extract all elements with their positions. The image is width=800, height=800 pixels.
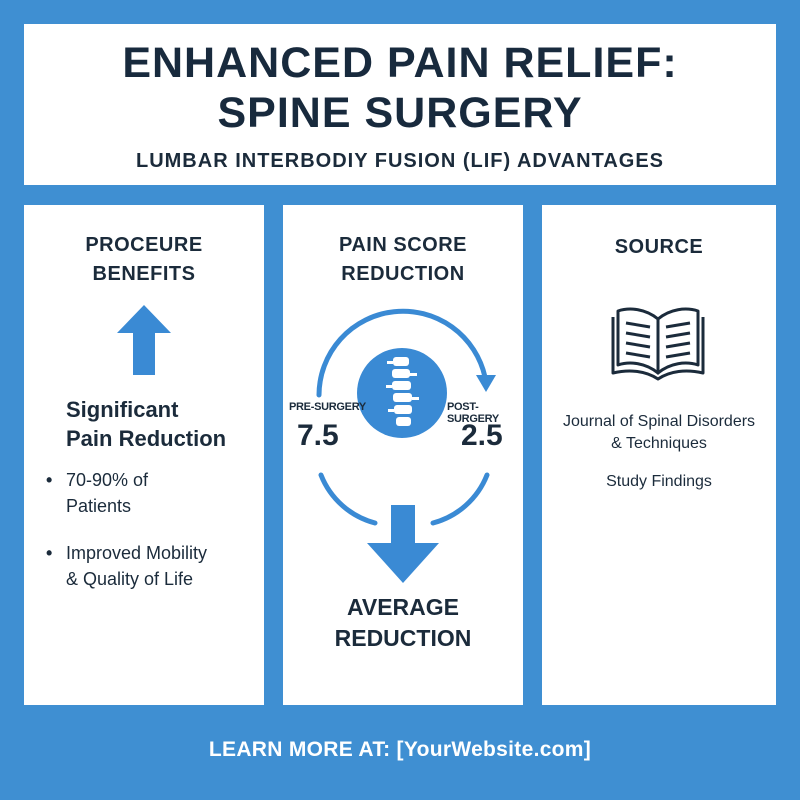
source-journal: Journal of Spinal Disorders & Techniques [542, 411, 776, 455]
benefits-card: PROCEURE BENEFITS Significant Pain Reduc… [24, 205, 264, 705]
average-reduction-label: AVERAGE REDUCTION [283, 592, 523, 654]
bullet-icon: • [46, 543, 53, 563]
pain-score-title-line-2: REDUCTION [341, 263, 465, 285]
average-line-2: REDUCTION [334, 625, 472, 651]
arc-arrowhead-icon [476, 375, 496, 392]
bullet-line-1: Improved Mobility [66, 543, 208, 563]
pain-score-card: PAIN SCORE REDUCTION PRE-SU [283, 205, 523, 705]
benefits-highlight: Significant Pain Reduction [66, 395, 226, 453]
pain-cycle-diagram [316, 308, 496, 583]
benefits-title-line-1: PROCEURE [85, 234, 203, 256]
journal-line-1: Journal of Spinal Disorders [562, 413, 756, 430]
learn-more-link[interactable]: LEARN MORE AT: [YourWebsite.com] [208, 738, 592, 761]
bullet-icon: • [46, 470, 53, 490]
pre-surgery-value: 7.5 [297, 419, 339, 452]
pain-score-title: PAIN SCORE REDUCTION [283, 231, 523, 289]
bullet-line-2: Patients [66, 496, 132, 516]
benefits-title-line-2: BENEFITS [92, 263, 196, 285]
page-title: ENHANCED PAIN RELIEF: SPINE SURGERY [24, 38, 776, 138]
header-banner: ENHANCED PAIN RELIEF: SPINE SURGERY LUMB… [24, 24, 776, 185]
benefits-title: PROCEURE BENEFITS [24, 231, 264, 289]
bullet-line-2: & Quality of Life [66, 569, 194, 589]
down-arrow-icon [367, 505, 439, 583]
source-title: SOURCE [614, 236, 704, 258]
journal-line-2: & Techniques [611, 435, 707, 452]
up-arrow-icon [117, 305, 171, 375]
bottom-arc-left [318, 472, 378, 526]
title-line-1: ENHANCED PAIN RELIEF: [122, 39, 678, 87]
bottom-arc-right [430, 472, 490, 526]
pre-surgery-label: PRE-SURGERY [289, 401, 366, 413]
source-card: SOURCE Journal of Spinal Disorders & Tec… [542, 205, 776, 705]
highlight-line-2: Pain Reduction [66, 426, 227, 451]
pain-score-title-line-1: PAIN SCORE [339, 234, 467, 256]
average-line-1: AVERAGE [346, 594, 460, 620]
open-book-icon [611, 307, 705, 381]
source-findings: Study Findings [606, 473, 712, 490]
list-item: • 70-90% of Patients [46, 467, 256, 519]
bullet-line-1: 70-90% of [66, 470, 149, 490]
title-line-2: SPINE SURGERY [217, 89, 583, 137]
top-arc [316, 308, 488, 398]
post-surgery-label: POST-SURGERY [447, 401, 499, 425]
page-subtitle: LUMBAR INTERBODIY FUSION (LIF) ADVANTAGE… [135, 150, 665, 172]
highlight-line-1: Significant [66, 397, 179, 422]
post-surgery-value: 2.5 [461, 419, 503, 452]
list-item: • Improved Mobility & Quality of Life [46, 540, 256, 592]
spine-icon [357, 348, 447, 438]
